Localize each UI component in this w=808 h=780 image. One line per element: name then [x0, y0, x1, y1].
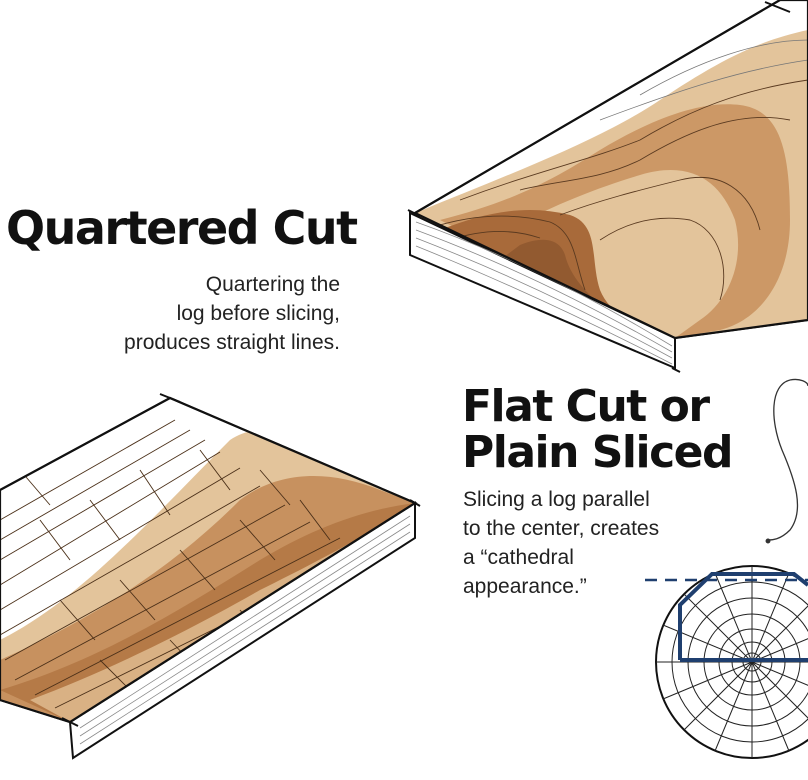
- flat-cut-title: Flat Cut or Plain Sliced: [462, 384, 762, 476]
- flat-cut-grain: [415, 30, 808, 338]
- log-sketch: [765, 378, 808, 544]
- caption-line: produces straight lines.: [124, 331, 340, 354]
- quartered-cut-caption: Quartering the log before slicing, produ…: [40, 270, 340, 357]
- caption-line: to the center, creates: [463, 517, 660, 540]
- quartered-cut-title: Quartered Cut: [6, 201, 358, 255]
- flat-cut-board: [407, 0, 808, 373]
- title-line: Flat Cut or: [462, 381, 710, 432]
- flat-cut-outline: [678, 572, 808, 660]
- caption-line: log before slicing,: [176, 302, 340, 325]
- caption-line: Slicing a log parallel: [463, 488, 650, 511]
- quartered-cut-grain: [0, 419, 415, 722]
- quartered-cut-board: [0, 393, 421, 760]
- caption-line: a “cathedral: [463, 546, 574, 569]
- caption-line: Quartering the: [205, 273, 340, 296]
- flat-cut-caption: Slicing a log parallel to the center, cr…: [463, 485, 703, 601]
- title-line: Plain Sliced: [462, 427, 734, 478]
- caption-line: appearance.”: [463, 575, 587, 598]
- log-cross-section: [645, 565, 808, 759]
